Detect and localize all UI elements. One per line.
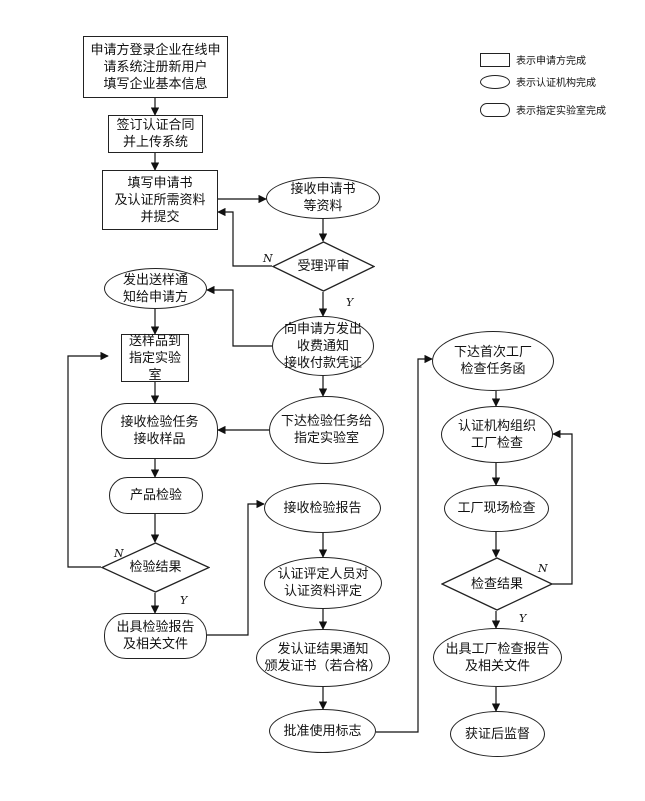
rectangle-legend-icon (480, 52, 510, 67)
node-issue-test-task: 下达检验任务给 指定实验室 (269, 396, 384, 464)
node-factory-task: 下达首次工厂 检查任务函 (432, 331, 554, 391)
node-test-result: 检验结果 (101, 542, 210, 593)
node-evaluate: 认证评定人员对 认证资料评定 (264, 557, 382, 609)
no-label-inspection: N (538, 562, 548, 575)
yes-label-inspection: Y (519, 612, 527, 625)
node-sign-contract: 签订认证合同 并上传系统 (108, 115, 203, 153)
legend-lab: 表示指定实验室完成 (480, 102, 606, 117)
node-receive-application: 接收申请书 等资料 (266, 177, 380, 219)
node-onsite-inspection: 工厂现场检查 (444, 485, 549, 532)
node-organize-inspection: 认证机构组织 工厂检查 (441, 406, 553, 463)
node-receive-report: 接收检验报告 (264, 483, 381, 533)
rounded-rect-legend-icon (480, 102, 510, 117)
legend-cert-body-label: 表示认证机构完成 (516, 78, 596, 89)
node-acceptance-review: 受理评审 (272, 241, 375, 292)
legend-lab-label: 表示指定实验室完成 (516, 106, 606, 117)
node-test-result-label: 检验结果 (129, 560, 182, 575)
node-inspection-report: 出具工厂检查报告 及相关文件 (433, 628, 562, 687)
legend-applicant: 表示申请方完成 (480, 52, 586, 67)
node-register: 申请方登录企业在线申 请系统注册新用户 填写企业基本信息 (83, 36, 228, 98)
yes-label-test: Y (180, 594, 188, 607)
node-inspection-result: 检查结果 (441, 557, 553, 611)
node-surveillance: 获证后监督 (450, 711, 545, 757)
oval-legend-icon (480, 74, 510, 89)
legend-cert-body: 表示认证机构完成 (480, 74, 596, 89)
node-issue-test-report: 出具检验报告 及相关文件 (104, 613, 207, 659)
no-label-review: N (263, 252, 273, 265)
node-send-sample-lab: 送样品到 指定实验室 (121, 334, 189, 383)
node-fill-application: 填写申请书 及认证所需资料 并提交 (102, 170, 218, 230)
node-send-sample-notice: 发出送样通 知给申请方 (104, 268, 207, 309)
node-acceptance-review-label: 受理评审 (297, 259, 350, 274)
node-approve-mark: 批准使用标志 (269, 709, 376, 753)
node-fee-notice: 向申请方发出 收费通知 接收付款凭证 (272, 316, 374, 376)
no-label-test: N (114, 547, 124, 560)
node-inspection-result-label: 检查结果 (470, 576, 523, 592)
node-product-test: 产品检验 (109, 477, 203, 514)
node-notify-result: 发认证结果通知 颁发证书（若合格） (256, 629, 390, 687)
yes-label-review: Y (346, 296, 354, 309)
legend-applicant-label: 表示申请方完成 (516, 56, 586, 67)
node-receive-task: 接收检验任务 接收样品 (101, 403, 218, 459)
